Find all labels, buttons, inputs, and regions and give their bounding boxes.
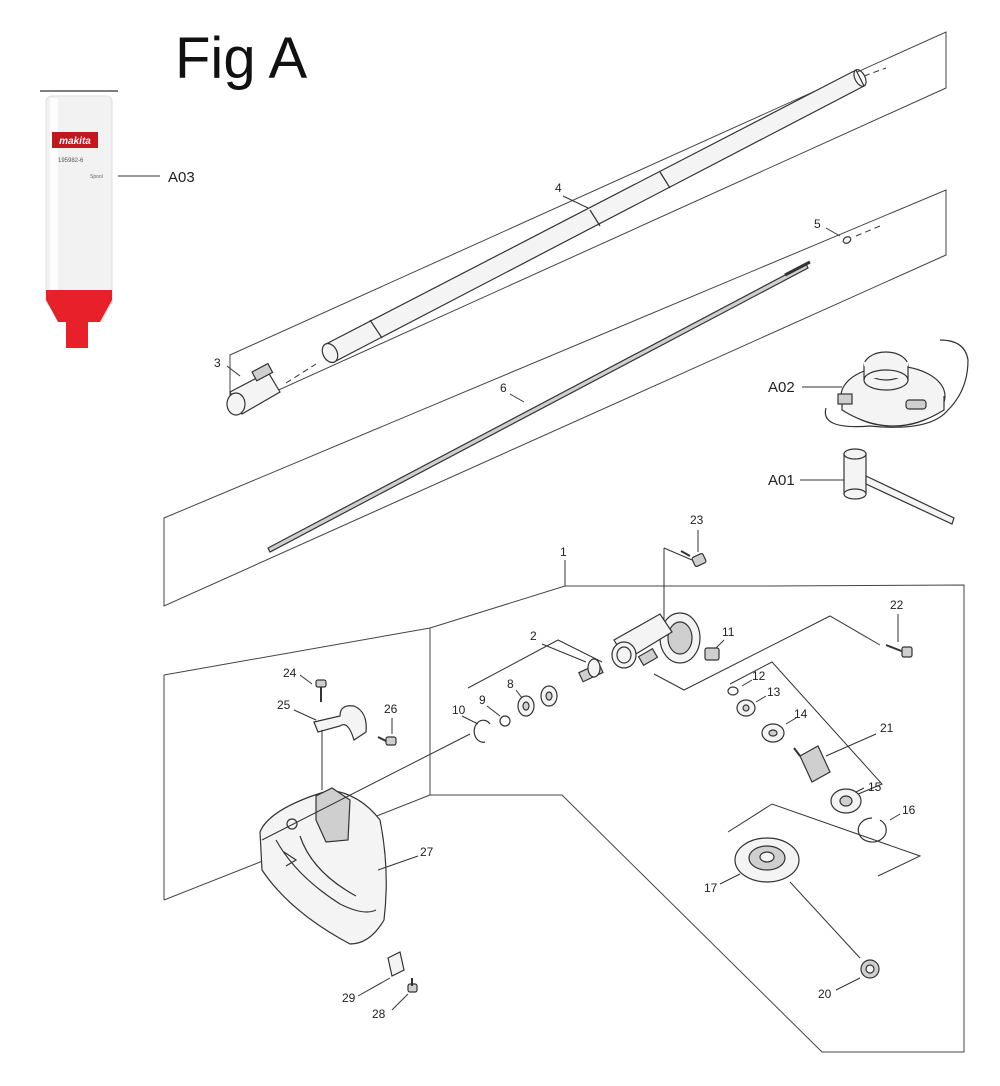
label-17: 17 <box>704 881 718 895</box>
part-16-snap-ring <box>857 817 887 843</box>
label-9: 9 <box>479 693 486 707</box>
part-14-washer <box>761 723 785 743</box>
label-27: 27 <box>420 845 434 859</box>
part-9-ring <box>499 715 511 727</box>
label-3: 3 <box>214 356 221 370</box>
label-24: 24 <box>283 666 297 680</box>
part-8-bearing <box>517 685 558 717</box>
label-22: 22 <box>890 598 904 612</box>
label-13: 13 <box>767 685 781 699</box>
part-5-clip <box>842 236 852 244</box>
part-A01-wrench <box>843 448 955 525</box>
part-29-plate <box>387 951 405 977</box>
part-25-clamp <box>313 705 367 741</box>
label-16: 16 <box>902 803 916 817</box>
part-11-nut <box>704 647 720 661</box>
part-21-spindle <box>793 745 831 783</box>
part-28-screw <box>407 978 418 993</box>
label-20: 20 <box>818 987 832 1001</box>
part-2-pinion <box>578 658 604 683</box>
label-A02: A02 <box>768 379 795 396</box>
label-6: 6 <box>500 381 507 395</box>
label-25: 25 <box>277 698 291 712</box>
label-15: 15 <box>868 780 882 794</box>
bottle-brand: makita <box>59 136 91 147</box>
label-1: 1 <box>560 545 567 559</box>
label-29: 29 <box>342 991 356 1005</box>
part-3-cap <box>226 362 281 416</box>
part-26-screw <box>377 736 397 746</box>
label-28: 28 <box>372 1007 386 1021</box>
grease-bottle: makita 195982-6 Spool <box>40 90 160 348</box>
part-15-bearing <box>830 788 862 814</box>
label-5: 5 <box>814 217 821 231</box>
label-2: 2 <box>530 629 537 643</box>
part-20-nut <box>860 959 880 979</box>
label-14: 14 <box>794 707 808 721</box>
label-21: 21 <box>880 721 894 735</box>
part-24-bolt <box>315 679 327 702</box>
part-22-bolt <box>885 644 913 658</box>
part-17-flange <box>734 837 800 883</box>
frame-plane-head <box>429 584 965 1053</box>
label-4: 4 <box>555 181 562 195</box>
label-23: 23 <box>690 513 704 527</box>
part-10-snap-ring <box>473 719 491 743</box>
brand-logo <box>52 132 98 148</box>
label-12: 12 <box>752 669 766 683</box>
part-A02-trimmer-head <box>824 339 969 428</box>
bottle-side-text: Spool <box>90 174 103 180</box>
label-10: 10 <box>452 703 466 717</box>
part-4-tube <box>321 69 867 364</box>
part-12-washer <box>727 686 739 696</box>
label-8: 8 <box>507 677 514 691</box>
label-A03: A03 <box>168 169 195 186</box>
label-11: 11 <box>722 625 735 639</box>
label-A01: A01 <box>768 472 795 489</box>
part-13-bearing <box>736 699 756 717</box>
gear-housing <box>611 612 701 669</box>
frame-plane-shaft <box>163 189 947 607</box>
part-6-shaft <box>267 260 811 553</box>
bottle-code: 195982-6 <box>58 158 84 164</box>
part-27-guard <box>259 787 387 945</box>
label-26: 26 <box>384 702 398 716</box>
part-23-screw <box>680 550 707 568</box>
figure-title: Fig A <box>175 26 307 91</box>
